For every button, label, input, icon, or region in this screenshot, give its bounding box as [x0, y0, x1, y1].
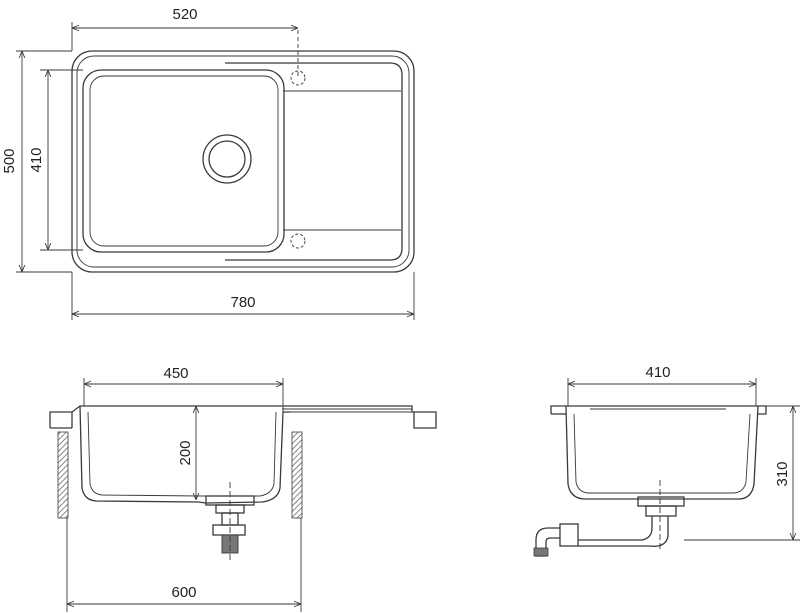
bowl-outline — [82, 69, 285, 253]
drain-outer-ring — [202, 134, 252, 184]
side-bowl-inner — [573, 413, 751, 494]
side-drain-pipe-upper — [578, 516, 653, 541]
dimension-310: 310 — [684, 405, 800, 541]
side-trap-outlet — [533, 547, 549, 557]
dimension-410-side-label: 410 — [645, 364, 670, 381]
drain-inner-ring — [208, 140, 246, 178]
bowl-inner-profile — [87, 411, 277, 497]
bowl-inner-outline — [89, 75, 279, 247]
side-drain-fitting — [533, 480, 685, 557]
dimension-200-label: 200 — [177, 440, 194, 465]
front-section-view: 450 200 600 — [49, 365, 437, 612]
dimension-200: 200 — [177, 406, 196, 500]
dimension-410-vertical-label: 410 — [28, 147, 45, 172]
top-view: 520 410 500 780 — [1, 6, 415, 320]
drainer-board — [225, 62, 403, 261]
tap-hole-top — [290, 70, 306, 86]
dimension-500-label: 500 — [1, 148, 18, 173]
drain-pipe — [221, 534, 239, 554]
dimension-410-vertical: 410 — [28, 69, 83, 251]
dimension-500: 500 — [1, 50, 72, 273]
dimension-600: 600 — [66, 518, 302, 612]
front-drain-fitting — [205, 482, 255, 560]
cabinet-wall-right — [291, 431, 303, 519]
sink-outer-rim — [71, 50, 415, 273]
dimension-600-label: 600 — [171, 584, 196, 601]
tap-hole-bottom — [290, 233, 306, 249]
drain-nut — [212, 524, 246, 536]
dimension-310-label: 310 — [774, 461, 791, 486]
dimension-780-label: 780 — [230, 294, 255, 311]
cabinet-wall-left — [57, 431, 69, 519]
side-section-view: 410 310 — [533, 364, 800, 557]
side-drain-pipe-lower — [578, 516, 669, 547]
sink-inner-rim — [76, 55, 410, 268]
side-bowl-outer — [565, 405, 759, 500]
side-rim-profile — [550, 405, 767, 415]
dimension-520-label: 520 — [172, 6, 197, 23]
dimension-520: 520 — [71, 6, 298, 51]
dimension-780: 780 — [71, 272, 415, 320]
side-drain-collar — [645, 505, 677, 517]
dimension-450-label: 450 — [163, 365, 188, 382]
side-trap-nut — [559, 523, 579, 547]
dimension-450: 450 — [83, 365, 284, 412]
dimension-410-side: 410 — [567, 364, 757, 406]
